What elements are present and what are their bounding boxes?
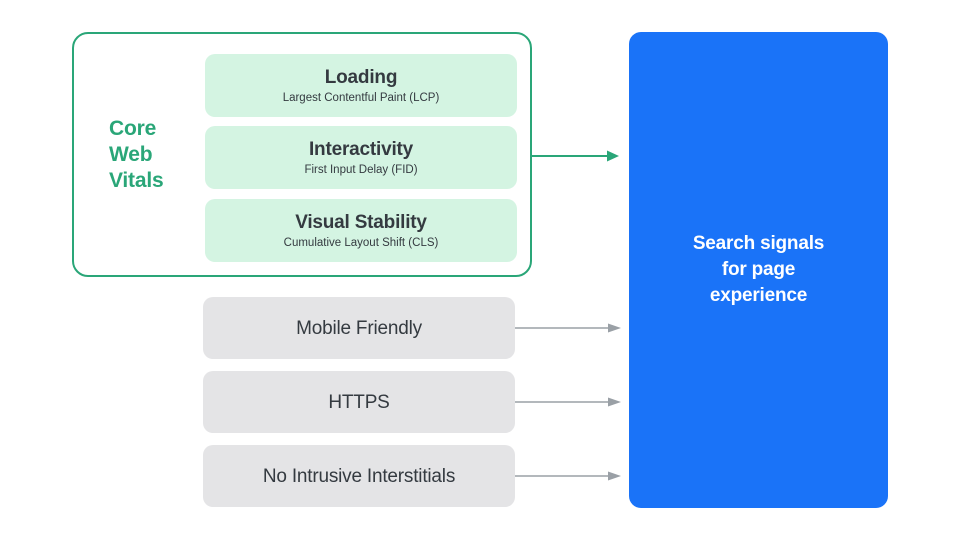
metric-subtitle: First Input Delay (FID): [304, 163, 418, 176]
metric-card-interactivity[interactable]: Interactivity First Input Delay (FID): [205, 126, 517, 189]
metric-title: Loading: [324, 66, 398, 88]
core-web-vitals-label-line-1: Core: [109, 117, 157, 140]
metric-subtitle: Largest Contentful Paint (LCP): [282, 91, 440, 104]
signal-label: No Intrusive Interstitials: [262, 465, 456, 487]
signal-label: HTTPS: [328, 391, 390, 413]
signal-card-https[interactable]: HTTPS: [203, 371, 515, 433]
metric-subtitle: Cumulative Layout Shift (CLS): [283, 236, 439, 249]
search-signals-result-text: Search signals for page experience: [692, 233, 825, 306]
core-web-vitals-label-line-3: Vitals: [109, 169, 164, 192]
search-signals-result-box[interactable]: Search signals for page experience: [629, 32, 888, 508]
signal-card-mobile-friendly[interactable]: Mobile Friendly: [203, 297, 515, 359]
core-web-vitals-group: Core Web Vitals Loading Largest Contentf…: [72, 32, 532, 277]
arrow-core-web-vitals-icon: [531, 149, 619, 163]
metric-card-loading[interactable]: Loading Largest Contentful Paint (LCP): [205, 54, 517, 117]
core-web-vitals-label-line-2: Web: [109, 143, 153, 166]
signal-card-no-intrusive-interstitials[interactable]: No Intrusive Interstitials: [203, 445, 515, 507]
arrow-https-icon: [515, 395, 621, 409]
arrow-no-intrusive-interstitials-icon: [515, 469, 621, 483]
arrow-mobile-friendly-icon: [515, 321, 621, 335]
core-web-vitals-label: Core Web Vitals: [109, 116, 209, 194]
metric-card-visual-stability[interactable]: Visual Stability Cumulative Layout Shift…: [205, 199, 517, 262]
metric-title: Interactivity: [308, 138, 414, 160]
signal-label: Mobile Friendly: [296, 317, 422, 339]
metric-title: Visual Stability: [295, 211, 427, 233]
